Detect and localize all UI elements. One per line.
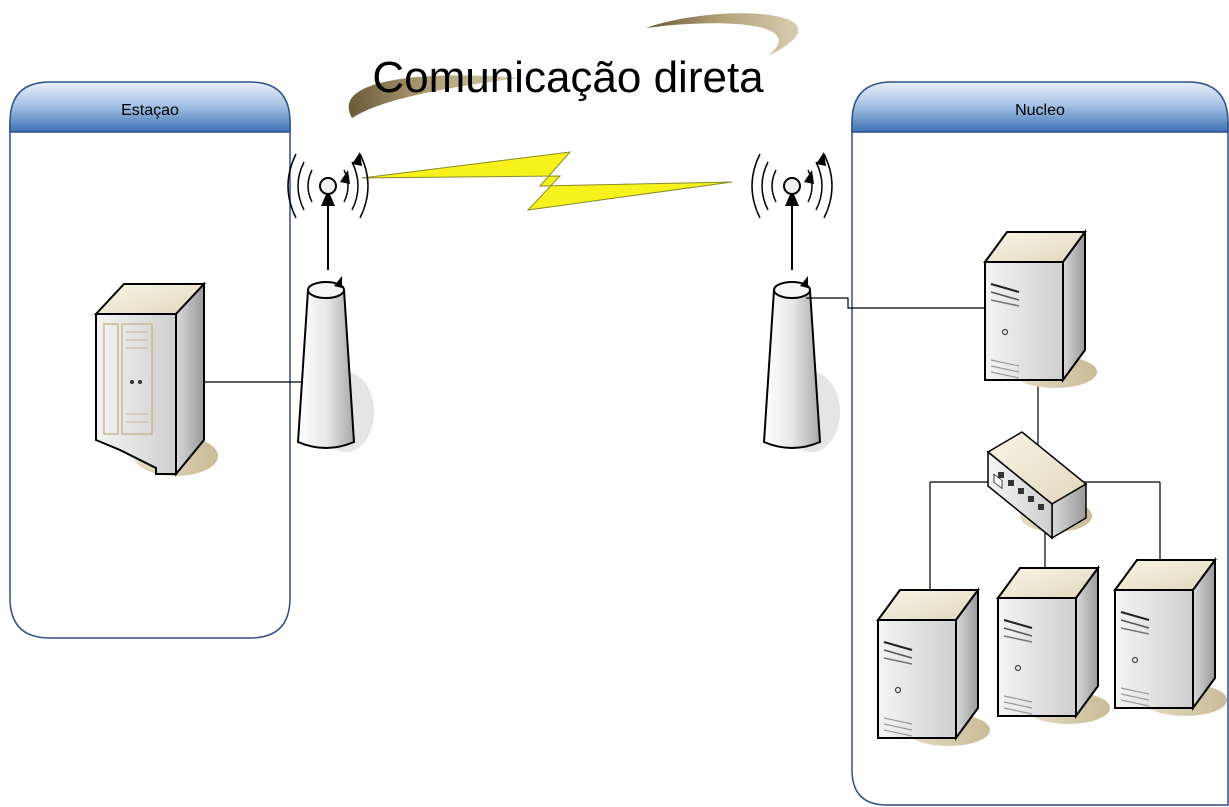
server-rack-icon [93,281,218,477]
right-radio-tower [751,151,841,453]
group-nucleo-header [851,81,1229,133]
core-server-icon [984,231,1098,389]
left-radio-tower [287,151,375,453]
radio-tower-icon [297,275,375,453]
radio-tower-icon [763,275,841,453]
title-swoosh [348,13,799,118]
lightning-link-icon [361,151,733,211]
network-switch-icon [986,431,1092,540]
antenna-icon [751,151,833,271]
diagram-title: Comunicação direta [372,53,764,102]
group-estacao-header [9,81,291,133]
client-server-icon-1 [877,589,991,747]
client-server-icon-3 [1114,559,1228,717]
group-nucleo-label: Nucleo [1015,102,1065,119]
antenna-icon [287,151,369,271]
group-estacao-label: Estaçao [121,102,179,119]
client-server-icon-2 [997,567,1111,725]
